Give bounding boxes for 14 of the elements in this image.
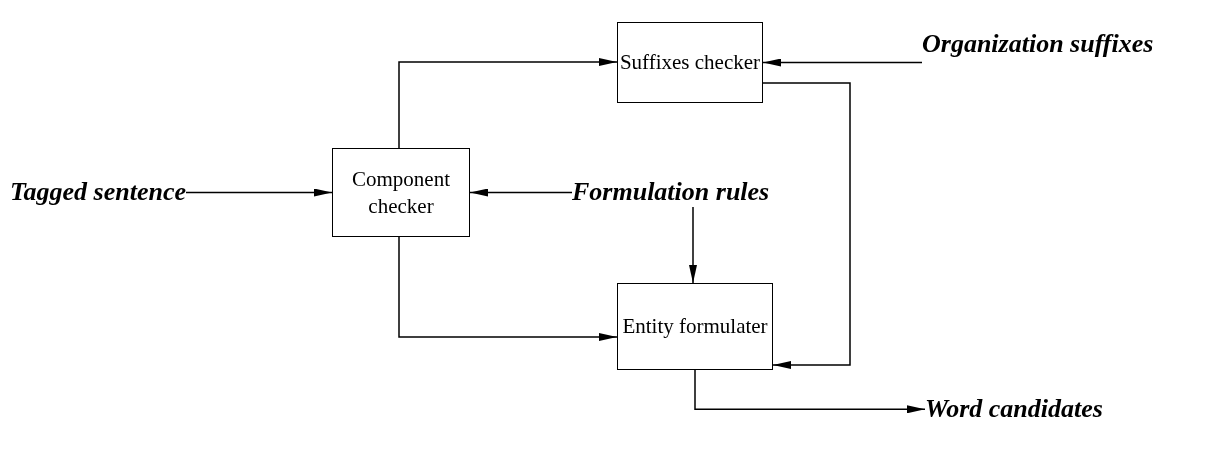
box-label: Entity formulater bbox=[622, 313, 768, 340]
arrow bbox=[185, 188, 333, 197]
process-box bbox=[617, 22, 763, 103]
arrow bbox=[762, 82, 851, 369]
process-box bbox=[617, 283, 773, 370]
arrow bbox=[694, 369, 926, 414]
arrow bbox=[398, 58, 618, 149]
box-label: Suffixes checker bbox=[619, 49, 761, 76]
arrow bbox=[689, 205, 697, 284]
process-box bbox=[332, 148, 470, 237]
arrow bbox=[398, 236, 618, 341]
box-label: Component checker bbox=[351, 166, 451, 219]
arrow bbox=[469, 188, 573, 197]
arrow bbox=[762, 58, 923, 67]
